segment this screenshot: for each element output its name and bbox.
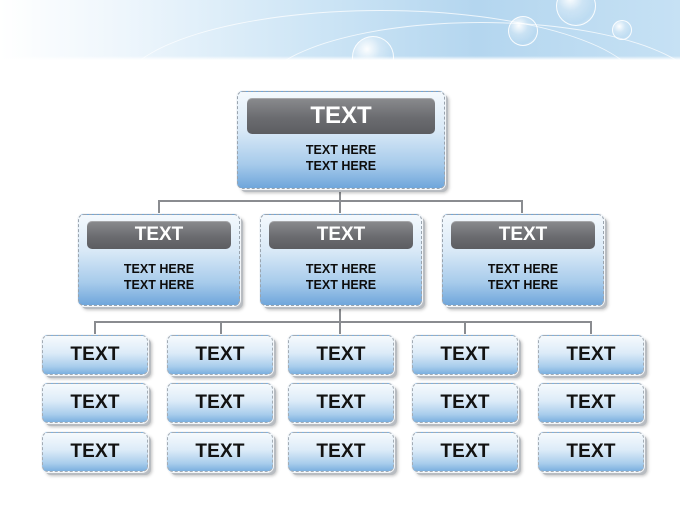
root-node: TEXT TEXT HERE TEXT HERE: [237, 91, 445, 189]
root-node-line-2: TEXT HERE: [305, 159, 377, 173]
connector-level3-drop: [464, 321, 466, 334]
leaf-node-r3-c5: TEXT: [538, 432, 644, 472]
level2-node-1-line-2: TEXT HERE: [123, 278, 195, 292]
level2-node-3-line-2: TEXT HERE: [487, 278, 559, 292]
connector-level2-drop-center: [339, 200, 341, 214]
connector-level3-drop: [339, 321, 341, 334]
leaf-node-r2-c5: TEXT: [538, 383, 644, 423]
leaf-node-r3-c1: TEXT: [42, 432, 148, 472]
connector-level2-drop-right: [521, 200, 523, 214]
leaf-node-r1-c1: TEXT: [42, 335, 148, 375]
connector-level3-horizontal: [94, 321, 592, 323]
leaf-node-r2-c1: TEXT: [42, 383, 148, 423]
bubble-decoration: [556, 0, 596, 26]
header-banner: [0, 0, 680, 60]
level2-node-3-line-1: TEXT HERE: [487, 262, 559, 276]
leaf-node-r1-c4: TEXT: [412, 335, 518, 375]
leaf-node-r3-c2: TEXT: [167, 432, 273, 472]
level2-node-1-line-1: TEXT HERE: [123, 262, 195, 276]
level2-node-1-title: TEXT: [87, 221, 231, 249]
level2-node-1-text: TEXT HERE TEXT HERE: [79, 261, 239, 293]
bubble-decoration: [612, 20, 632, 40]
leaf-node-r1-c2: TEXT: [167, 335, 273, 375]
level2-node-2-line-1: TEXT HERE: [305, 262, 377, 276]
root-node-line-1: TEXT HERE: [305, 143, 377, 157]
level2-node-3-text: TEXT HERE TEXT HERE: [443, 261, 603, 293]
connector-level2-drop-left: [158, 200, 160, 214]
leaf-node-r3-c3: TEXT: [288, 432, 394, 472]
level2-node-2: TEXT TEXT HERE TEXT HERE: [260, 214, 422, 306]
connector-level3-drop: [94, 321, 96, 334]
level2-node-2-title: TEXT: [269, 221, 413, 249]
leaf-node-r2-c3: TEXT: [288, 383, 394, 423]
level2-node-1: TEXT TEXT HERE TEXT HERE: [78, 214, 240, 306]
leaf-node-r2-c4: TEXT: [412, 383, 518, 423]
root-node-text: TEXT HERE TEXT HERE: [238, 142, 444, 174]
bubble-decoration: [508, 16, 538, 46]
connector-level3-drop: [220, 321, 222, 334]
level2-node-3-title: TEXT: [451, 221, 595, 249]
leaf-node-r3-c4: TEXT: [412, 432, 518, 472]
level2-node-3: TEXT TEXT HERE TEXT HERE: [442, 214, 604, 306]
connector-root-down: [339, 188, 341, 201]
connector-center-down: [339, 305, 341, 322]
level2-node-2-text: TEXT HERE TEXT HERE: [261, 261, 421, 293]
root-node-title: TEXT: [247, 98, 435, 134]
leaf-node-r1-c5: TEXT: [538, 335, 644, 375]
connector-level3-drop: [590, 321, 592, 334]
leaf-node-r1-c3: TEXT: [288, 335, 394, 375]
level2-node-2-line-2: TEXT HERE: [305, 278, 377, 292]
leaf-node-r2-c2: TEXT: [167, 383, 273, 423]
